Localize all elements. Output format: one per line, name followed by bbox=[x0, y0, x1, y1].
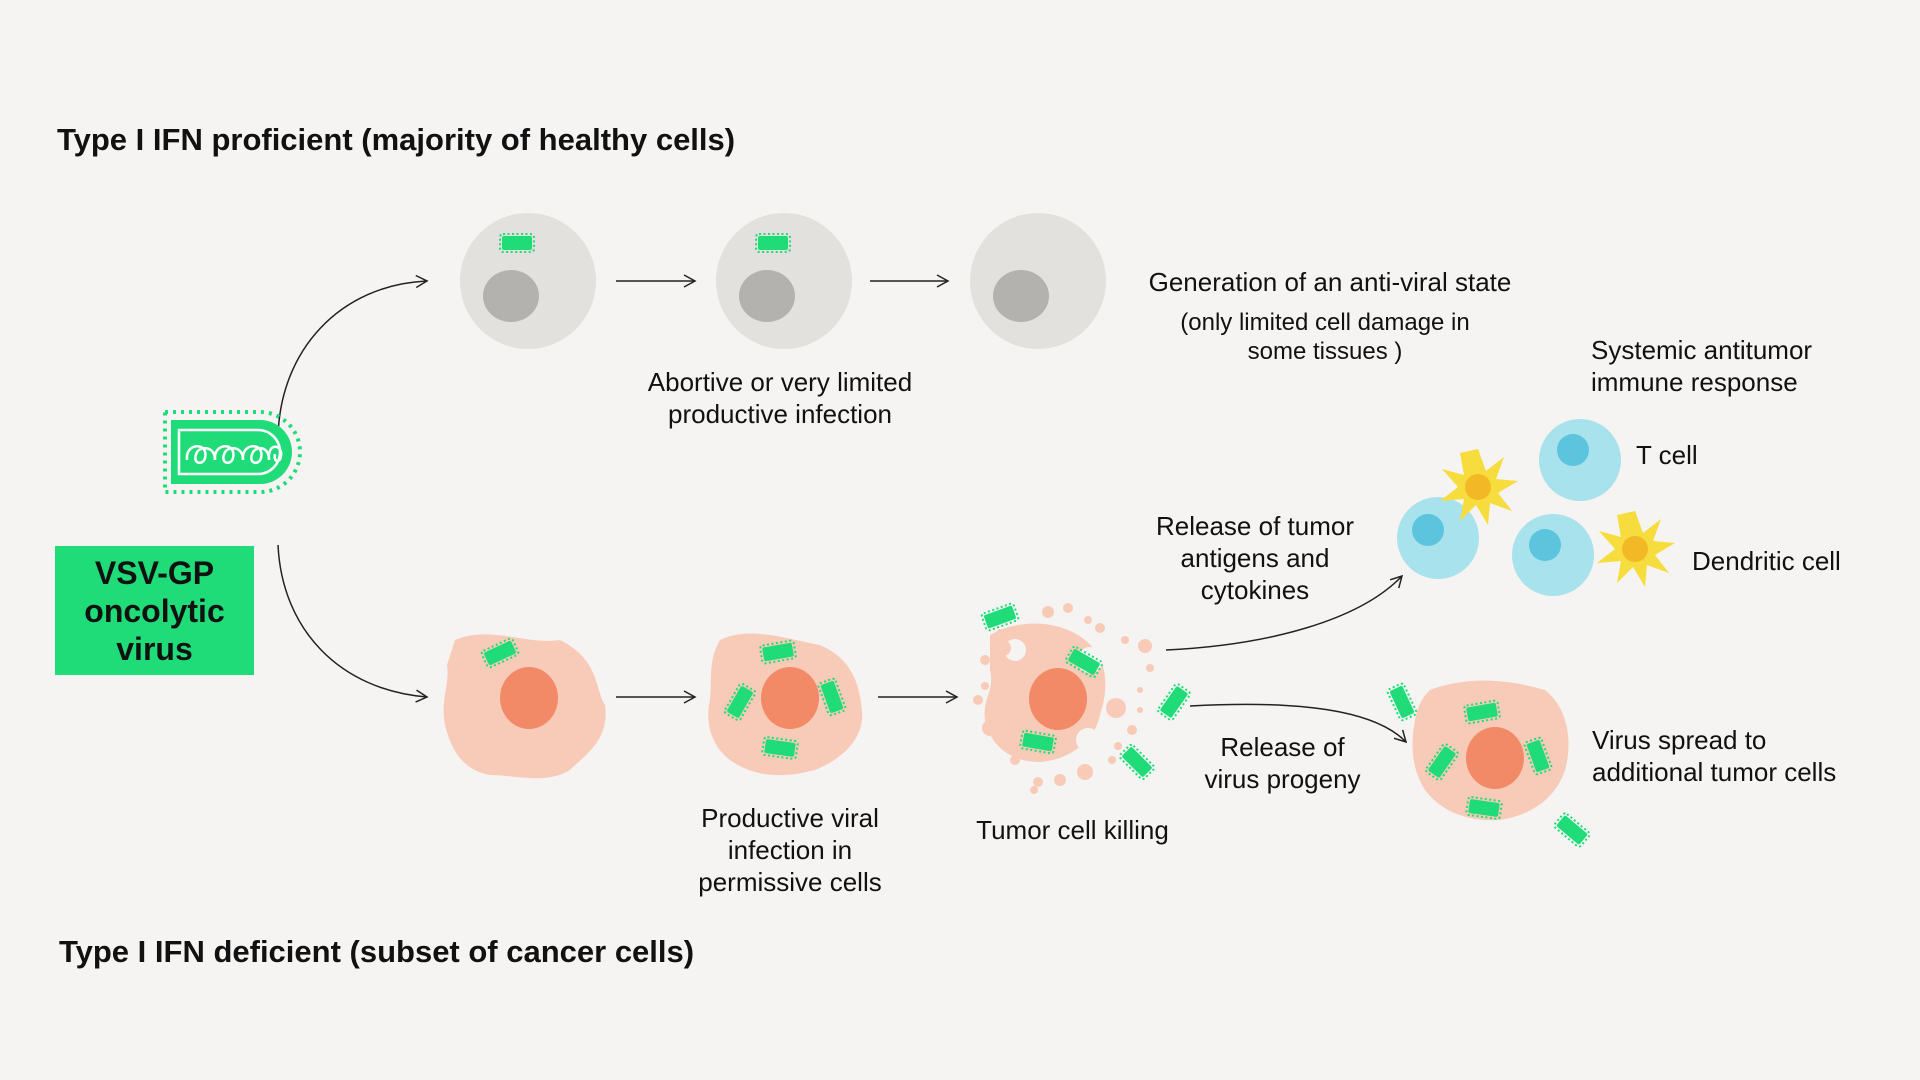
label-limited-damage: (only limited cell damage in some tissue… bbox=[1140, 308, 1510, 366]
label-t-cell: T cell bbox=[1636, 439, 1786, 471]
virus-particle-icon bbox=[163, 410, 302, 494]
label-line: Systemic antitumor bbox=[1591, 335, 1813, 365]
label-virus-spread: Virus spread to additional tumor cells bbox=[1592, 724, 1892, 788]
label-line: Generation of an anti-viral state bbox=[1148, 267, 1512, 297]
label-line: antigens and bbox=[1180, 543, 1330, 573]
label-release-antigens: Release of tumor antigens and cytokines bbox=[1120, 510, 1390, 606]
healthy-cell-2 bbox=[716, 213, 852, 349]
label-line: some tissues ) bbox=[1247, 338, 1403, 365]
label-dendritic-cell: Dendritic cell bbox=[1692, 545, 1892, 577]
label-abortive-infection: Abortive or very limited productive infe… bbox=[600, 366, 960, 430]
label-line: Dendritic cell bbox=[1692, 546, 1841, 576]
heading-ifn-proficient: Type I IFN proficient (majority of healt… bbox=[57, 122, 736, 157]
healthy-cell-3 bbox=[970, 213, 1106, 349]
t-cell-icon-3 bbox=[1512, 514, 1594, 596]
label-productive-infection: Productive viral infection in permissive… bbox=[660, 802, 920, 898]
t-cell-icon-2 bbox=[1397, 497, 1479, 579]
label-line: cytokines bbox=[1200, 575, 1310, 605]
label-tumor-cell-killing: Tumor cell killing bbox=[940, 814, 1205, 846]
tumor-cell-dying bbox=[973, 601, 1193, 794]
arrow-release-antigens bbox=[1165, 574, 1404, 651]
label-line: Virus spread to bbox=[1592, 725, 1767, 755]
label-release-progeny: Release of virus progeny bbox=[1170, 731, 1395, 795]
label-line: (only limited cell damage in bbox=[1180, 309, 1470, 336]
label-line: productive infection bbox=[667, 399, 893, 429]
healthy-cell-1 bbox=[460, 213, 596, 349]
tumor-cell-new bbox=[1385, 680, 1592, 849]
dendritic-cell-icon-2 bbox=[1597, 511, 1675, 587]
label-line: virus progeny bbox=[1204, 764, 1361, 794]
label-line: Release of bbox=[1220, 732, 1345, 762]
dendritic-cell-icon bbox=[1440, 449, 1518, 525]
virus-label-line: oncolytic bbox=[84, 592, 225, 629]
label-line: Productive viral bbox=[701, 803, 879, 833]
arrow-release-progeny bbox=[1189, 703, 1408, 744]
tumor-cell-1 bbox=[443, 634, 606, 779]
virus-label-line: VSV-GP bbox=[94, 554, 215, 591]
tumor-cell-2 bbox=[708, 633, 863, 776]
label-line: Abortive or very limited bbox=[647, 367, 913, 397]
label-systemic-response: Systemic antitumor immune response bbox=[1591, 334, 1891, 398]
label-line: permissive cells bbox=[698, 867, 882, 897]
arrow-to-tumor bbox=[277, 544, 429, 703]
label-antiviral-state: Generation of an anti-viral state bbox=[1120, 266, 1540, 298]
arrow-to-healthy bbox=[277, 274, 429, 438]
label-line: additional tumor cells bbox=[1592, 757, 1837, 787]
heading-ifn-deficient: Type I IFN deficient (subset of cancer c… bbox=[59, 934, 695, 969]
virus-label-line: virus bbox=[116, 630, 193, 667]
label-line: infection in bbox=[727, 835, 853, 865]
t-cell-icon bbox=[1539, 419, 1621, 501]
label-line: Tumor cell killing bbox=[976, 815, 1169, 845]
label-line: immune response bbox=[1591, 367, 1798, 397]
virus-label-box: VSV-GP oncolytic virus bbox=[55, 546, 254, 675]
label-line: Release of tumor bbox=[1156, 511, 1354, 541]
label-line: T cell bbox=[1636, 440, 1698, 470]
